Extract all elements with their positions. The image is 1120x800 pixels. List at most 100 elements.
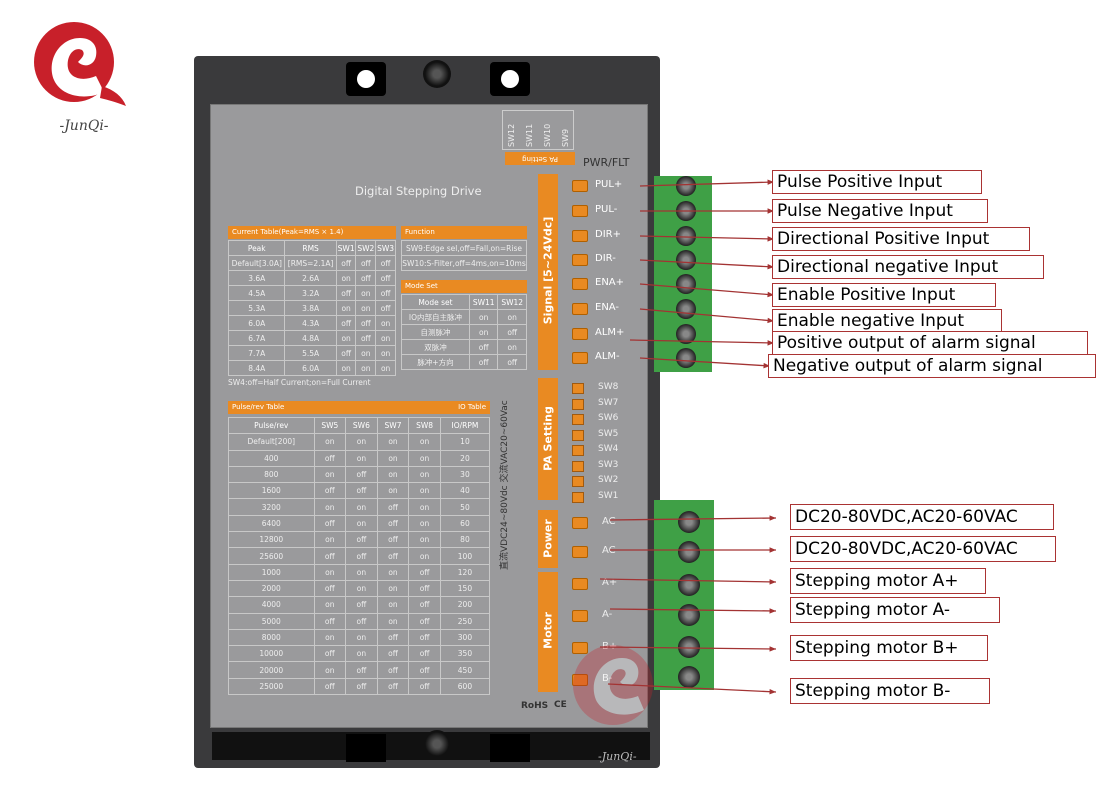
motor-pin-label: A+ [602,577,618,588]
terminal-screw-icon [678,574,700,596]
pa-switch-marker [572,429,584,441]
pa-switch-marker [572,445,584,456]
terminal-screw-icon [676,176,696,196]
signal-pin-marker [572,180,588,192]
table-cell: 10 [439,433,491,451]
callout-arrowhead [769,547,776,553]
top-pa-setting: PA Setting [505,152,575,165]
power-callout: Stepping motor A- [790,597,1000,623]
signal-pin-label: DIR+ [595,229,621,240]
signal-pin-label: ALM+ [595,327,625,338]
pa-switch-label: SW1 [598,490,619,501]
pa-switch-label: SW5 [598,428,619,439]
pwr-flt-label: PWR/FLT [583,156,630,169]
table-row: SW10:S-Filter,off=4ms,on=10ms [401,255,527,271]
signal-pin-marker [572,278,588,290]
signal-pin-label: ENA+ [595,277,625,288]
callout-line [629,339,775,344]
power-pin-marker [572,546,588,558]
table-cell: 25000 [228,677,315,696]
signal-callout: Pulse Negative Input [772,199,988,223]
pulse-table-title-left: Pulse/rev Table [232,403,285,411]
terminal-screw-icon [676,324,696,344]
signal-pin-label: PUL- [595,204,618,215]
table-cell: SW10:S-Filter,off=4ms,on=10ms [401,255,527,271]
signal-pin-marker [572,352,588,364]
motor-group-bar [538,572,558,692]
pa-group-bar [538,378,558,500]
brand-name: -JunQi- [59,118,109,134]
callout-arrowhead [763,362,770,369]
pa-switch-marker [572,491,584,503]
callout-line [599,646,777,650]
pa-switch-label: SW3 [598,459,619,470]
power-callout: DC20-80VDC,AC20-60VAC [790,504,1054,530]
watermark-logo [573,645,653,725]
mount-tab-right [490,62,530,96]
power-group-bar [538,510,558,568]
callout-arrowhead [767,179,774,185]
signal-callout: Pulse Positive Input [772,170,982,194]
motor-pin-marker [572,642,588,654]
signal-callout: Enable Positive Input [772,283,996,307]
callout-line [639,357,771,367]
callout-line [639,259,775,268]
terminal-screw-icon [678,666,700,688]
signal-callout: Positive output of alarm signal [772,331,1088,355]
callout-line [639,283,775,296]
callout-arrowhead [769,579,776,585]
motor-pin-marker [572,610,588,622]
callout-line [639,308,775,322]
pulse-table-title-right: IO Table [458,403,486,411]
current-table-title: Current Table(Peak=RMS × 1.4) [228,226,396,239]
table-cell: 8.4A [227,360,286,376]
pa-switch-marker [572,476,584,487]
callout-arrowhead [769,646,776,652]
ce-label: CE [554,700,567,710]
current-table-note: SW4:off=Half Current;on=Full Current [228,378,371,387]
table-cell: on [497,309,527,325]
pa-switch-marker [572,398,584,410]
power-callout: Stepping motor B- [790,678,990,704]
mode-table-title: Mode Set [401,280,527,293]
pa-switch-label: SW8 [598,382,619,392]
signal-pin-label: ALM- [595,351,620,362]
table-cell: off [408,677,441,696]
pa-switch-label: SW7 [598,397,619,408]
rohs-label: RoHS [521,701,549,711]
bottom-screw-icon [423,730,451,758]
terminal-screw-icon [678,511,700,533]
table-cell: off [497,354,527,370]
power-callout: Stepping motor A+ [790,568,986,594]
signal-pin-marker [572,328,588,340]
callout-arrowhead [767,291,774,298]
top-switch-block: SW12 SW11 SW10 SW9 [502,110,574,150]
junqi-logo [34,22,126,106]
table-cell: 40 [439,482,491,500]
signal-group-bar [538,174,558,370]
signal-pin-label: PUL+ [595,179,623,190]
callout-line [639,181,775,187]
signal-callout: Directional negative Input [772,255,1044,279]
watermark-text: -JunQi- [598,750,637,763]
pa-switch-label: SW4 [598,444,619,454]
table-cell: on [375,360,396,376]
top-screw-icon [423,60,451,88]
callout-line [609,608,777,612]
terminal-screw-icon [676,274,696,294]
